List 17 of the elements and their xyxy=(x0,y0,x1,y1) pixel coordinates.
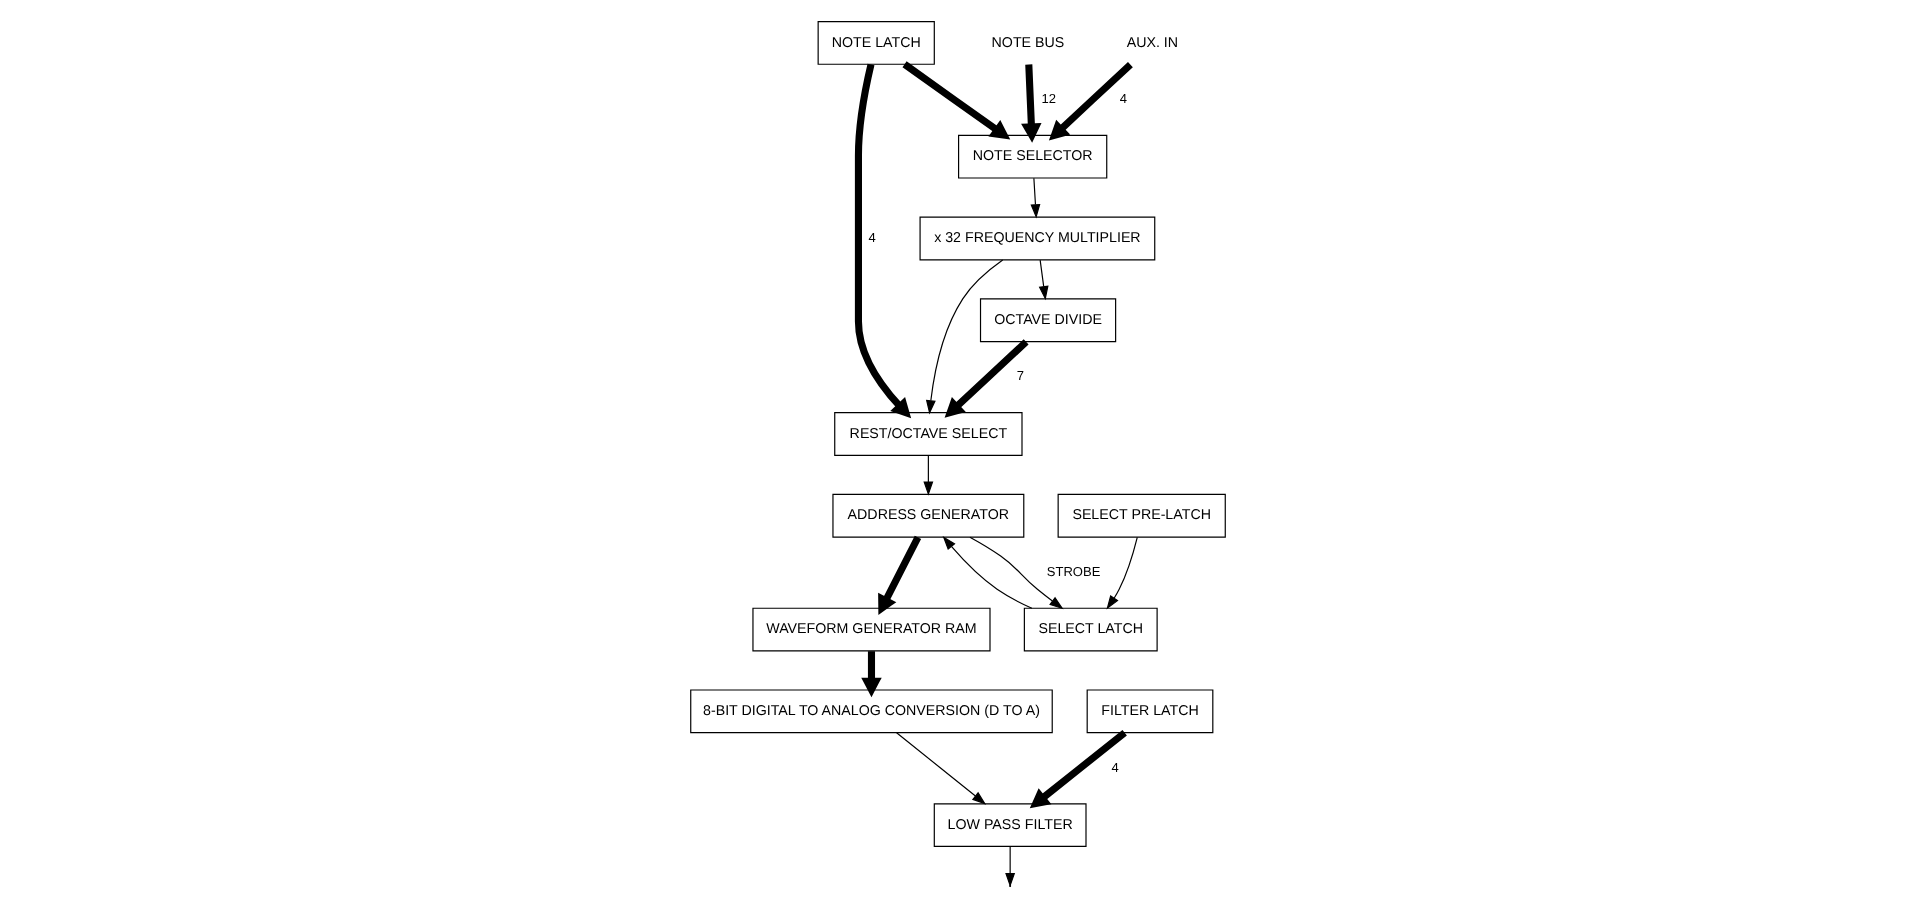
arrow xyxy=(924,259,1003,415)
arrow xyxy=(941,535,1032,609)
arrow xyxy=(1020,64,1041,143)
arrow xyxy=(943,339,1028,418)
arrow xyxy=(853,63,911,419)
arrow xyxy=(1105,536,1137,610)
arrow xyxy=(895,732,986,805)
arrow xyxy=(968,536,1063,610)
arrow xyxy=(1029,177,1040,219)
arrow xyxy=(1028,729,1126,809)
arrow xyxy=(860,651,881,698)
arrow xyxy=(1037,259,1048,301)
arrow xyxy=(1047,61,1132,141)
arrow xyxy=(922,455,933,496)
arrow xyxy=(877,535,921,615)
arrow xyxy=(901,61,1010,140)
arrow xyxy=(1004,846,1015,888)
